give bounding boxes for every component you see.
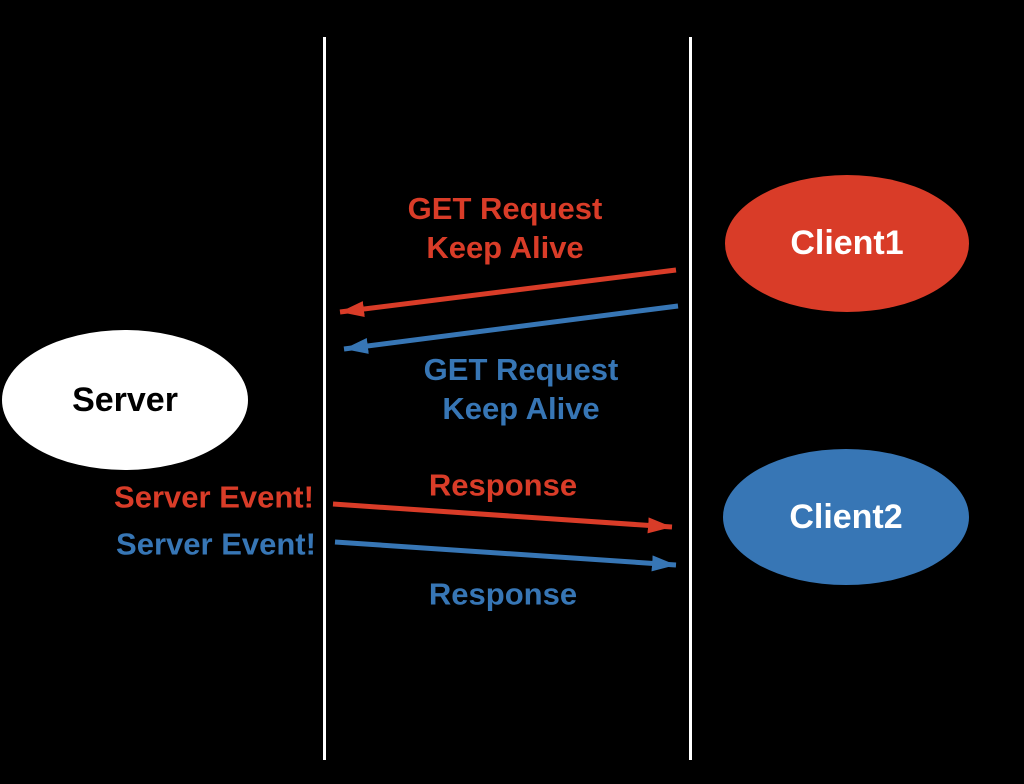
- response-label-client2: Response: [428, 576, 578, 612]
- get-request-label-client1: GET Request Keep Alive: [408, 189, 603, 267]
- client1-node: Client1: [725, 175, 969, 312]
- get-request-label-client2-line1: GET Request: [423, 352, 619, 387]
- get-request-label-client1-line2: Keep Alive: [426, 230, 584, 265]
- arrow-get-request-client1: [339, 267, 677, 317]
- arrow-response-client2: [334, 539, 677, 572]
- get-request-label-client1-line1: GET Request: [407, 191, 603, 226]
- client1-node-label: Client1: [790, 224, 904, 262]
- arrow-response-client1: [332, 501, 673, 534]
- client2-node-label: Client2: [789, 497, 903, 536]
- server-node: Server: [2, 330, 248, 470]
- server-event-label-client1: Server Event!: [114, 479, 314, 515]
- server-event-label-client2: Server Event!: [116, 526, 316, 562]
- response-label-client1: Response: [428, 467, 578, 503]
- arrow-get-request-client2: [343, 303, 679, 354]
- client2-node: Client2: [723, 449, 969, 585]
- server-node-label: Server: [72, 380, 178, 419]
- get-request-label-client2: GET Request Keep Alive: [424, 350, 619, 428]
- get-request-label-client2-line2: Keep Alive: [442, 391, 600, 426]
